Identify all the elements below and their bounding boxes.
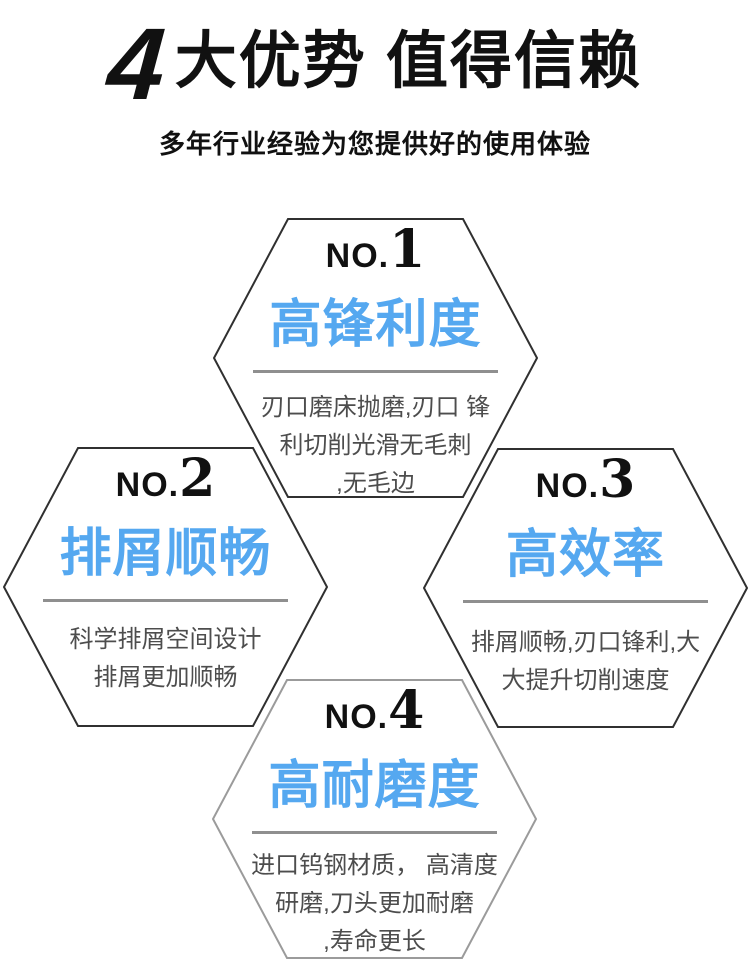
title-text: 大优势 值得信赖 <box>174 27 642 96</box>
advantage-title: 高锋利度 <box>269 296 482 354</box>
advantage-title: 排屑顺畅 <box>59 525 272 583</box>
page-title: 4 大优势 值得信赖 <box>0 7 750 121</box>
no-prefix: NO. <box>115 466 180 504</box>
no-prefix: NO. <box>325 237 390 275</box>
hexagon-shape <box>213 218 538 498</box>
hexagon-shape <box>423 448 748 728</box>
no-number: 1 <box>389 219 426 280</box>
advantage-hexagon-3: NO.3 高效率 排屑顺畅,刃口锋利,大 大提升切削速度 <box>423 448 748 728</box>
no-number: 4 <box>388 680 425 741</box>
description-line: 排屑顺畅,刃口锋利,大 <box>470 629 701 656</box>
advantage-description: 进口钨钢材质， 高清度 研磨,刀头更加耐磨 ,寿命更长 <box>224 847 525 961</box>
no-number: 3 <box>599 449 636 510</box>
advantage-hexagon-2: NO.2 排屑顺畅 科学排屑空间设计 排屑更加顺畅 <box>3 447 328 727</box>
no-label: NO.3 <box>423 454 748 506</box>
advantage-description: 刃口磨床抛磨,刃口 锋 利切削光滑无毛刺 ,无毛边 <box>225 389 526 503</box>
no-prefix: NO. <box>324 698 389 736</box>
title-number: 4 <box>104 7 169 121</box>
divider-line <box>252 831 497 834</box>
divider-line <box>253 370 498 373</box>
advantage-title: 高耐磨度 <box>268 757 481 815</box>
advantage-hexagon-4: NO.4 高耐磨度 进口钨钢材质， 高清度 研磨,刀头更加耐磨 ,寿命更长 <box>212 679 537 959</box>
description-line: ,寿命更长 <box>323 928 426 955</box>
description-line: 科学排屑空间设计 <box>69 626 262 653</box>
description-line: 排屑更加顺畅 <box>93 664 238 691</box>
description-line: 利切削光滑无毛刺 <box>279 432 472 459</box>
description-line: 大提升切削速度 <box>501 667 670 694</box>
description-line: 进口钨钢材质， 高清度 <box>251 852 498 879</box>
no-prefix: NO. <box>535 467 600 505</box>
hexagon-shape <box>3 447 328 727</box>
page-subtitle: 多年行业经验为您提供好的使用体验 <box>158 129 591 159</box>
no-label: NO.1 <box>213 224 538 276</box>
no-label: NO.2 <box>3 453 328 505</box>
advantage-description: 科学排屑空间设计 排屑更加顺畅 <box>15 621 316 697</box>
advantage-description: 排屑顺畅,刃口锋利,大 大提升切削速度 <box>435 624 736 700</box>
divider-line <box>463 600 708 603</box>
advantage-title: 高效率 <box>505 526 665 584</box>
advantage-hexagon-1: NO.1 高锋利度 刃口磨床抛磨,刃口 锋 利切削光滑无毛刺 ,无毛边 <box>213 218 538 498</box>
no-label: NO.4 <box>212 685 537 737</box>
hexagon-shape <box>212 679 537 959</box>
divider-line <box>43 599 288 602</box>
description-line: 刃口磨床抛磨,刃口 锋 <box>260 394 491 421</box>
description-line: 研磨,刀头更加耐磨 <box>275 890 474 917</box>
no-number: 2 <box>179 448 216 509</box>
description-line: ,无毛边 <box>336 470 415 497</box>
